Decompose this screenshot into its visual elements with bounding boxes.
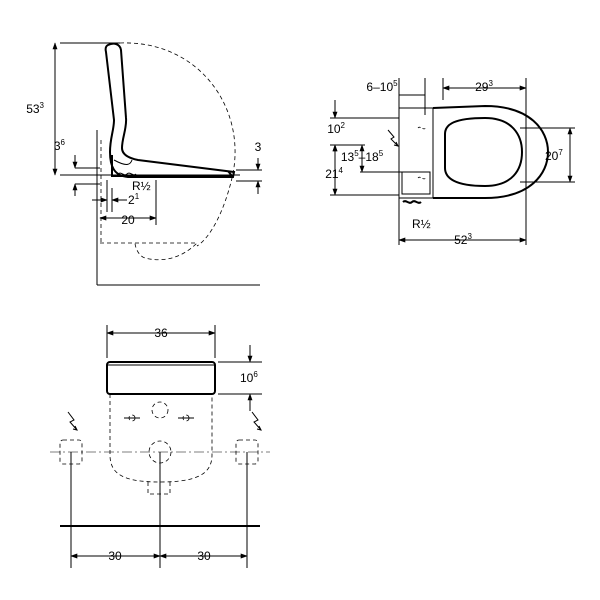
dim-inner: 293 bbox=[475, 79, 493, 94]
dim-total-depth: 523 bbox=[454, 232, 472, 247]
plan-power-arrow bbox=[393, 141, 399, 147]
lid-sweep-arc bbox=[119, 42, 236, 247]
plan-view: 6–105 293 102 135–185 214 207 R½ 523 bbox=[325, 78, 575, 247]
cistern-body bbox=[398, 107, 434, 199]
dim-right-spacing: 30 bbox=[197, 549, 211, 563]
dim-seat-offset: 36 bbox=[54, 138, 66, 153]
dim-bowl-width: 207 bbox=[545, 148, 563, 163]
connection-markers bbox=[417, 126, 427, 180]
side-pipe-label: R½ bbox=[132, 179, 151, 193]
dim-wall-range: 6–105 bbox=[366, 79, 398, 94]
dim-total-height: 533 bbox=[26, 101, 44, 116]
seat-profile bbox=[111, 155, 235, 177]
dim-upper: 102 bbox=[327, 121, 345, 136]
plan-pipe-label: R½ bbox=[412, 217, 431, 231]
front-trap-outline bbox=[147, 482, 171, 495]
bowl-inner-outline bbox=[444, 116, 524, 188]
left-power-icon bbox=[67, 411, 78, 431]
dim-pipe-offset: 21 bbox=[128, 192, 140, 207]
lid-block bbox=[106, 361, 216, 395]
dim-lower: 214 bbox=[325, 166, 343, 181]
plan-pipe-icon bbox=[402, 200, 422, 204]
front-bowl-outline bbox=[109, 394, 213, 483]
dim-projection: 20 bbox=[121, 213, 135, 227]
cistern-lower bbox=[401, 171, 431, 195]
dim-width: 36 bbox=[154, 326, 168, 340]
left-power-arrow bbox=[72, 425, 78, 431]
bowl-outline bbox=[100, 242, 198, 261]
hinge-detail bbox=[113, 159, 133, 165]
bowl-top-outline bbox=[432, 104, 550, 199]
right-power-arrow bbox=[256, 425, 262, 431]
plan-power-icon bbox=[387, 129, 399, 147]
right-power-icon bbox=[251, 411, 262, 431]
dim-range: 135–185 bbox=[341, 149, 384, 164]
side-view: 533 36 3 R½ 21 20 bbox=[26, 42, 262, 286]
dim-lid-height: 106 bbox=[240, 370, 258, 385]
front-view: 36 106 30 30 bbox=[50, 325, 270, 568]
dim-left-spacing: 30 bbox=[108, 549, 122, 563]
top-hole bbox=[151, 401, 169, 419]
dim-seat-thickness: 3 bbox=[255, 140, 262, 154]
lid-profile bbox=[104, 42, 236, 178]
